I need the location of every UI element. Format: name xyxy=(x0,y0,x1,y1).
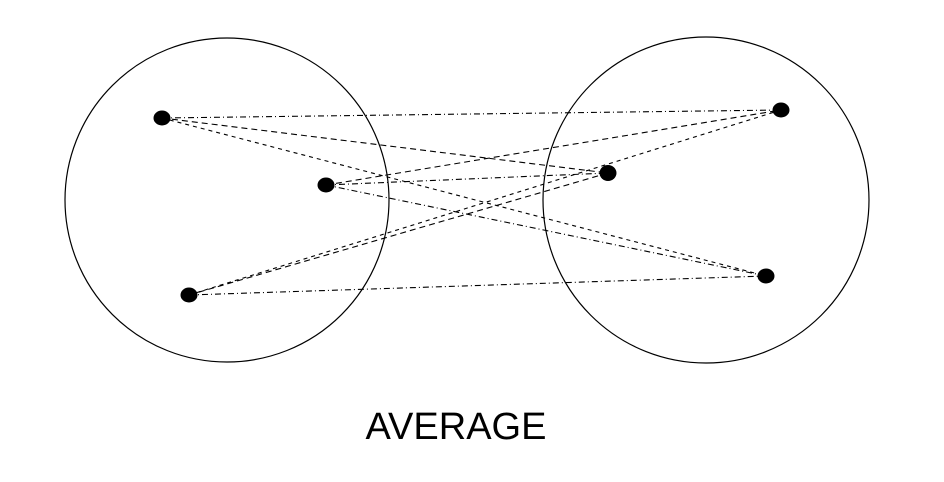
right-point-1 xyxy=(772,102,790,118)
left-point-2 xyxy=(317,177,335,193)
link-l1-r1 xyxy=(161,109,782,119)
link-l1-r3 xyxy=(161,117,767,277)
link-l2-r3 xyxy=(325,184,767,277)
linkage-lines xyxy=(161,109,782,296)
link-l3-r1 xyxy=(188,109,782,296)
left-point-1 xyxy=(153,110,171,126)
linkage-method-caption: AVERAGE xyxy=(365,406,547,448)
link-l3-r3 xyxy=(188,275,767,296)
right-point-2 xyxy=(599,165,617,181)
link-l1-r2 xyxy=(161,117,609,174)
link-l2-r2 xyxy=(325,172,609,186)
link-l2-r1 xyxy=(325,109,782,186)
link-l3-r2 xyxy=(188,172,609,296)
left-cluster-circle xyxy=(64,37,390,363)
left-point-3 xyxy=(180,287,198,303)
cluster-points xyxy=(153,102,790,303)
right-cluster-circle xyxy=(542,36,870,364)
right-point-3 xyxy=(757,268,775,284)
